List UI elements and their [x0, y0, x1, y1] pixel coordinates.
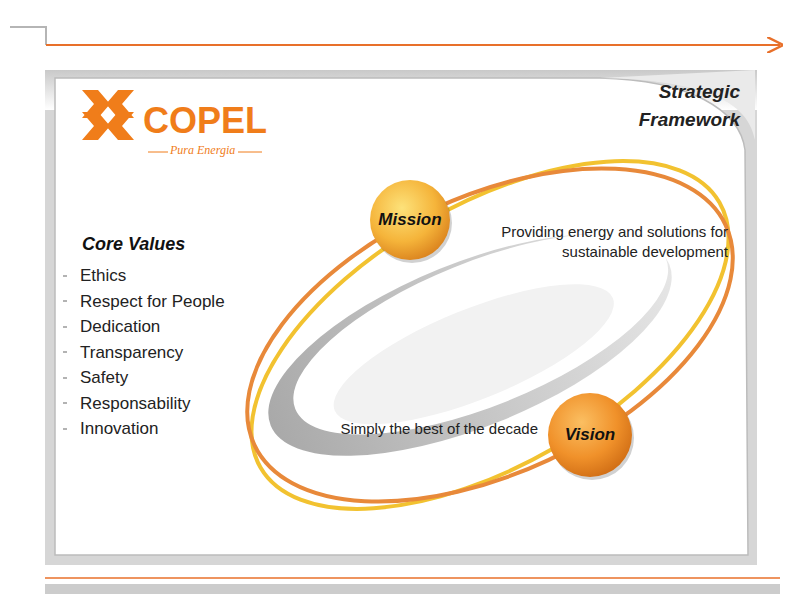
core-value: Transparency — [80, 342, 270, 363]
circle-fill — [370, 180, 450, 260]
footer-bar — [45, 584, 780, 594]
header-arrow — [46, 44, 780, 46]
core-value: Safety — [80, 367, 270, 388]
core-value: Respect for People — [80, 291, 270, 312]
core-value: Innovation — [80, 418, 270, 439]
panel-background — [45, 70, 757, 565]
core-value: Responsability — [80, 393, 270, 414]
mission-circle: MissionProviding energy and solutions fo… — [370, 180, 450, 260]
statement-text: Simply the best of the decade — [230, 419, 538, 439]
footer-line — [45, 577, 780, 579]
header-line — [10, 27, 46, 45]
vision-circle: VisionSimply the best of the decade — [548, 393, 632, 477]
core-value: Ethics — [80, 265, 270, 286]
circle-fill — [548, 393, 632, 477]
circle-heading: Vision — [548, 424, 632, 445]
panel-sheet — [55, 78, 748, 555]
diagram-title: Strategic Framework — [620, 78, 740, 134]
logo-symbol — [82, 90, 134, 140]
value-bullets — [63, 276, 67, 429]
orbit-yellow — [196, 90, 785, 580]
panel-corner — [600, 70, 755, 140]
statement-text: Providing energy and solutions for susta… — [460, 222, 728, 262]
circle-heading: Mission — [370, 209, 450, 230]
core-value: Dedication — [80, 316, 270, 337]
values-heading: Core Values — [82, 233, 242, 256]
orbit-orange — [196, 100, 784, 570]
logo-wordmark: COPEL — [143, 98, 283, 143]
logo-tagline: Pura Energia — [170, 143, 240, 158]
